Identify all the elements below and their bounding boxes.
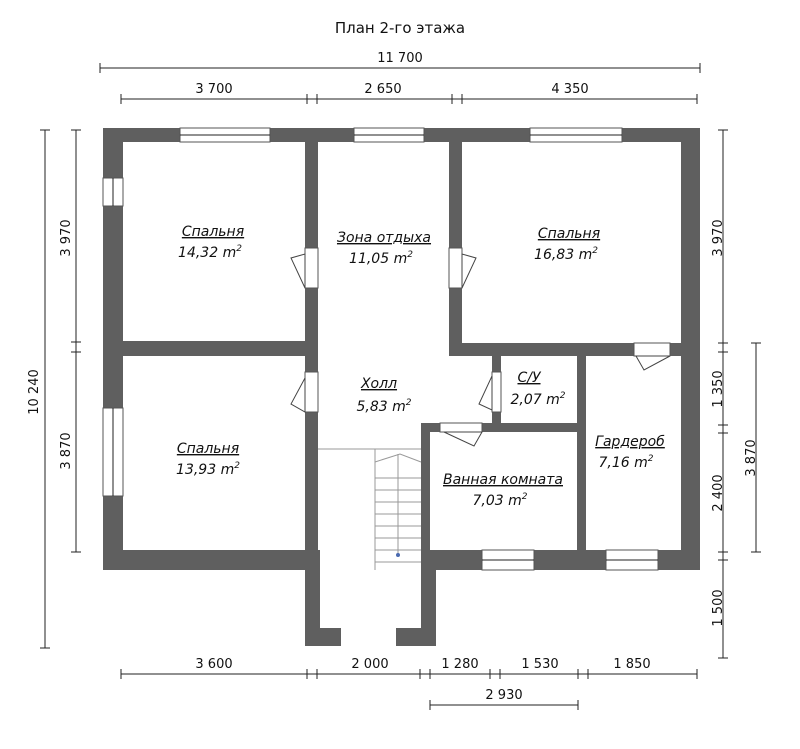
dim-right-1: 3 970 (711, 219, 726, 256)
room-name: Зона отдыха (337, 230, 431, 246)
room-area: 2,07 m2 (511, 391, 566, 408)
dim-bottom-2: 2 000 (351, 657, 388, 672)
room-area: 11,05 m2 (349, 250, 413, 267)
dim-top-1: 3 700 (195, 82, 232, 97)
room-area: 14,32 m2 (178, 244, 242, 261)
windows (102, 127, 659, 571)
dim-right-3: 2 400 (711, 474, 726, 511)
dim-right-outer: 3 870 (744, 439, 759, 476)
room-area: 13,93 m2 (176, 461, 240, 478)
room-area: 16,83 m2 (534, 246, 598, 263)
dim-bottom-3: 1 280 (441, 657, 478, 672)
dim-bottom-sub: 2 930 (485, 688, 522, 703)
room-name: Гардероб (595, 434, 665, 450)
room-area: 7,16 m2 (599, 454, 654, 471)
room-name: Холл (360, 376, 397, 392)
room-name: С/У (517, 370, 541, 386)
staircase (318, 448, 422, 570)
room-name: Спальня (182, 224, 244, 240)
room-labels: Спальня 14,32 m2 Зона отдыха 11,05 m2 Сп… (176, 224, 665, 509)
dim-right-2: 1 350 (711, 370, 726, 407)
dim-top-3: 4 350 (551, 82, 588, 97)
dim-left-1: 3 970 (59, 219, 74, 256)
dim-top-2: 2 650 (364, 82, 401, 97)
room-area: 5,83 m2 (357, 398, 412, 415)
room-name: Ванная комната (443, 472, 563, 488)
dim-right-4: 1 500 (711, 589, 726, 626)
dim-bottom-1: 3 600 (195, 657, 232, 672)
dim-left-2: 3 870 (59, 432, 74, 469)
room-name: Спальня (538, 226, 600, 242)
plan-title: План 2-го этажа (335, 19, 465, 37)
doors (290, 247, 671, 447)
dim-bottom-4: 1 530 (521, 657, 558, 672)
dimension-lines: 11 700 3 700 2 650 4 350 10 240 3 970 3 … (27, 51, 761, 710)
room-area: 7,03 m2 (473, 492, 528, 509)
dim-left-total: 10 240 (27, 369, 42, 415)
dim-total-width: 11 700 (377, 51, 423, 66)
dim-bottom-5: 1 850 (613, 657, 650, 672)
room-name: Спальня (177, 441, 239, 457)
